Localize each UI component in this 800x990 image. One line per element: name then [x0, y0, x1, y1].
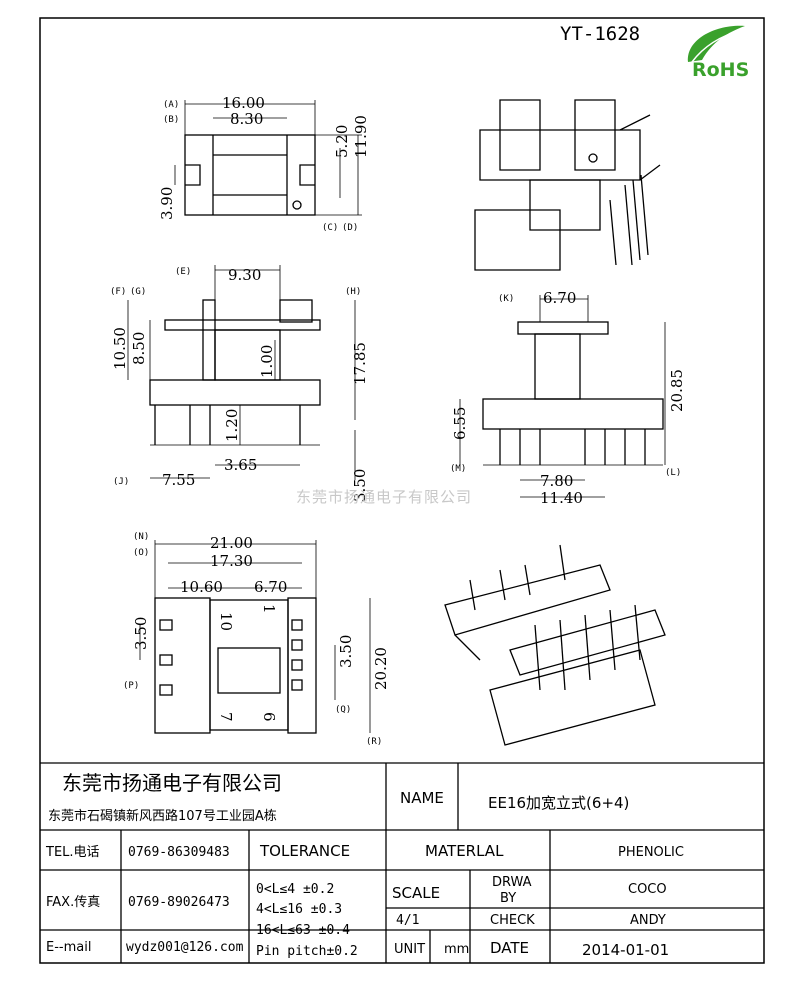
iso-view-bottom — [444, 544, 666, 746]
dim-top-inner: 8.30 — [230, 110, 263, 128]
tag-g: (G) — [130, 287, 146, 297]
top-view-outline — [184, 134, 316, 216]
drawn-by-label-2: BY — [500, 891, 516, 906]
dim-side-pitch: 7.80 — [540, 472, 573, 490]
drawn-by-value: COCO — [628, 882, 667, 897]
fax-label: FAX.传真 — [46, 895, 100, 910]
date-value: 2014-01-01 — [582, 941, 669, 959]
tel-value: 0769-86309483 — [128, 845, 230, 860]
tolerance-line-4: Pin pitch±0.2 — [256, 944, 358, 959]
tag-l: (L) — [665, 468, 681, 478]
tolerance-line-1: 0<L≤4 ±0.2 — [256, 882, 334, 897]
dim-bottom-left: 10.60 — [180, 578, 223, 596]
tolerance-label: TOLERANCE — [259, 842, 350, 860]
top-view — [174, 100, 362, 216]
pin-mark-1: 1 — [260, 604, 278, 614]
dim-bottom-pinspan: 17.30 — [210, 552, 253, 570]
pin-mark-10: 10 — [217, 612, 235, 631]
part-number: YT-1628 — [560, 23, 640, 45]
sheet-border — [39, 17, 765, 964]
dim-bottom-width: 21.00 — [210, 534, 253, 552]
dim-front-offset: 7.55 — [162, 471, 195, 489]
tag-d: (D) — [342, 223, 358, 233]
tag-f: (F) — [110, 287, 126, 297]
top-view-dims: 16.00 8.30 5.20 11.90 3.90 (A) (B) (C) (… — [158, 94, 370, 233]
tel-label: TEL.电话 — [45, 845, 100, 860]
tag-m: (M) — [450, 464, 466, 474]
tag-j: (J) — [113, 477, 129, 487]
leaf-icon — [687, 25, 745, 62]
tolerance-line-3: 16<L≤63 ±0.4 — [256, 923, 350, 938]
company-name: 东莞市扬通电子有限公司 — [62, 771, 282, 795]
dim-front-pinlen: 3.50 — [351, 469, 369, 502]
tolerance-line-2: 4<L≤16 ±0.3 — [256, 902, 342, 917]
bottom-view — [139, 540, 371, 734]
dim-side-base: 6.55 — [451, 407, 469, 440]
dim-top-depth: 11.90 — [352, 115, 370, 158]
tag-k: (K) — [498, 294, 514, 304]
date-label: DATE — [490, 939, 529, 957]
pin-mark-7: 7 — [217, 712, 235, 722]
drawn-by-label-1: DRWA — [492, 875, 532, 890]
tag-c: (C) — [322, 223, 338, 233]
name-value: EE16加宽立式(6+4) — [488, 794, 629, 812]
watermark: 东莞市扬通电子有限公司 — [296, 488, 472, 506]
dim-top-window: 5.20 — [333, 125, 351, 158]
tag-q: (Q) — [335, 705, 351, 715]
dim-bottom-pitch-left: 3.50 — [132, 617, 150, 650]
dim-front-height: 17.85 — [351, 342, 369, 385]
dim-side-height: 20.85 — [668, 369, 686, 412]
material-value: PHENOLIC — [618, 845, 684, 860]
dim-front-wall: 1.00 — [258, 345, 276, 378]
rohs-text: RoHS — [692, 59, 749, 81]
side-view-dims: 6.70 20.85 6.55 7.80 11.40 (K) (M) (L) — [450, 289, 686, 507]
scale-value: 4/1 — [396, 913, 419, 928]
unit-value: mm — [444, 942, 469, 957]
dim-front-step: 1.20 — [223, 409, 241, 442]
tag-b: (B) — [163, 115, 179, 125]
tag-n: (N) — [133, 532, 149, 542]
pin-mark-6: 6 — [260, 712, 278, 722]
scale-label: SCALE — [392, 884, 440, 902]
company-address: 东莞市石碣镇新风西路107号工业园A栋 — [48, 808, 277, 824]
dim-top-slot: 3.90 — [158, 187, 176, 220]
tag-o: (O) — [133, 548, 149, 558]
dim-front-flange: 10.50 — [111, 327, 129, 370]
dim-top-width: 16.00 — [222, 94, 265, 112]
material-label: MATERLAL — [425, 842, 504, 860]
dim-side-top: 6.70 — [543, 289, 576, 307]
tag-r: (R) — [366, 737, 382, 747]
email-value: wydz001@126.com — [126, 940, 244, 955]
dim-bottom-right: 6.70 — [254, 578, 287, 596]
front-view — [127, 265, 356, 480]
dim-front-window: 8.50 — [130, 332, 148, 365]
dim-front-width: 9.30 — [228, 266, 261, 284]
check-label: CHECK — [490, 913, 535, 928]
tag-h: (H) — [345, 287, 361, 297]
email-label: E--mail — [46, 940, 91, 955]
unit-label: UNIT — [394, 942, 425, 957]
tag-a: (A) — [163, 100, 179, 110]
fax-value: 0769-89026473 — [128, 895, 230, 910]
bottom-view-dims: 21.00 17.30 10.60 6.70 3.50 3.50 20.20 (… — [123, 532, 390, 747]
iso-view-top — [474, 99, 661, 271]
dim-side-span: 11.40 — [540, 489, 583, 507]
check-value: ANDY — [630, 913, 666, 928]
tag-e: (E) — [175, 267, 191, 277]
title-block-lines — [40, 762, 764, 963]
dim-bottom-pitch-right: 3.50 — [337, 635, 355, 668]
title-block: 东莞市扬通电子有限公司 东莞市石碣镇新风西路107号工业园A栋 NAME EE1… — [45, 771, 684, 959]
dim-bottom-height: 20.20 — [372, 647, 390, 690]
rohs-logo: RoHS — [687, 25, 749, 81]
side-view — [459, 295, 666, 498]
tag-p: (P) — [123, 681, 139, 691]
front-view-dims: 9.30 10.50 8.50 1.00 17.85 1.20 3.65 3.5… — [110, 266, 369, 502]
dim-front-pins: 3.65 — [224, 456, 257, 474]
name-label: NAME — [400, 789, 444, 807]
pin1-mark — [292, 200, 302, 210]
